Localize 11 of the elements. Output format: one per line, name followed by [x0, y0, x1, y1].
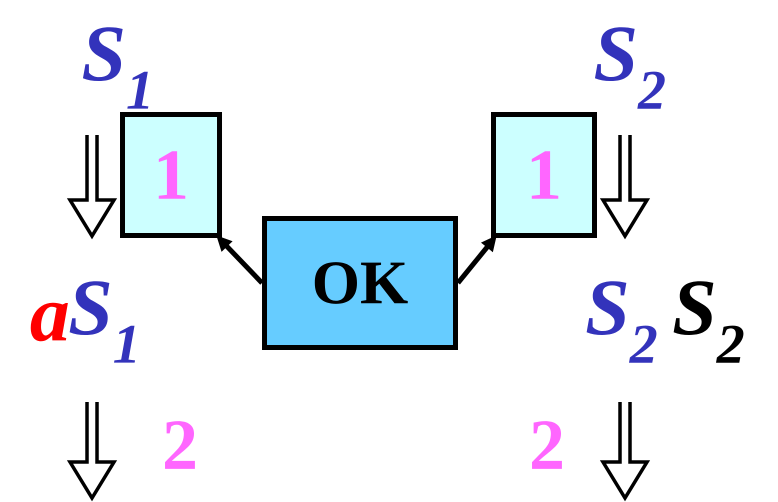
symbol-label: S$_{1}$ [70, 281, 136, 363]
symbol-label: S$_{2}$ [674, 281, 744, 363]
symbol-label: S$_{2}$ [586, 281, 656, 363]
step-number: 2 [532, 421, 562, 469]
number-box: 1 [120, 112, 222, 238]
ok-box: OK [262, 216, 458, 350]
symbol-label: S$_{2}$ [594, 27, 665, 109]
symbol-label: a [30, 302, 68, 342]
symbol-label: S$_{1}$ [82, 27, 148, 109]
step-number: 2 [165, 421, 195, 469]
number-box: 1 [491, 112, 597, 238]
